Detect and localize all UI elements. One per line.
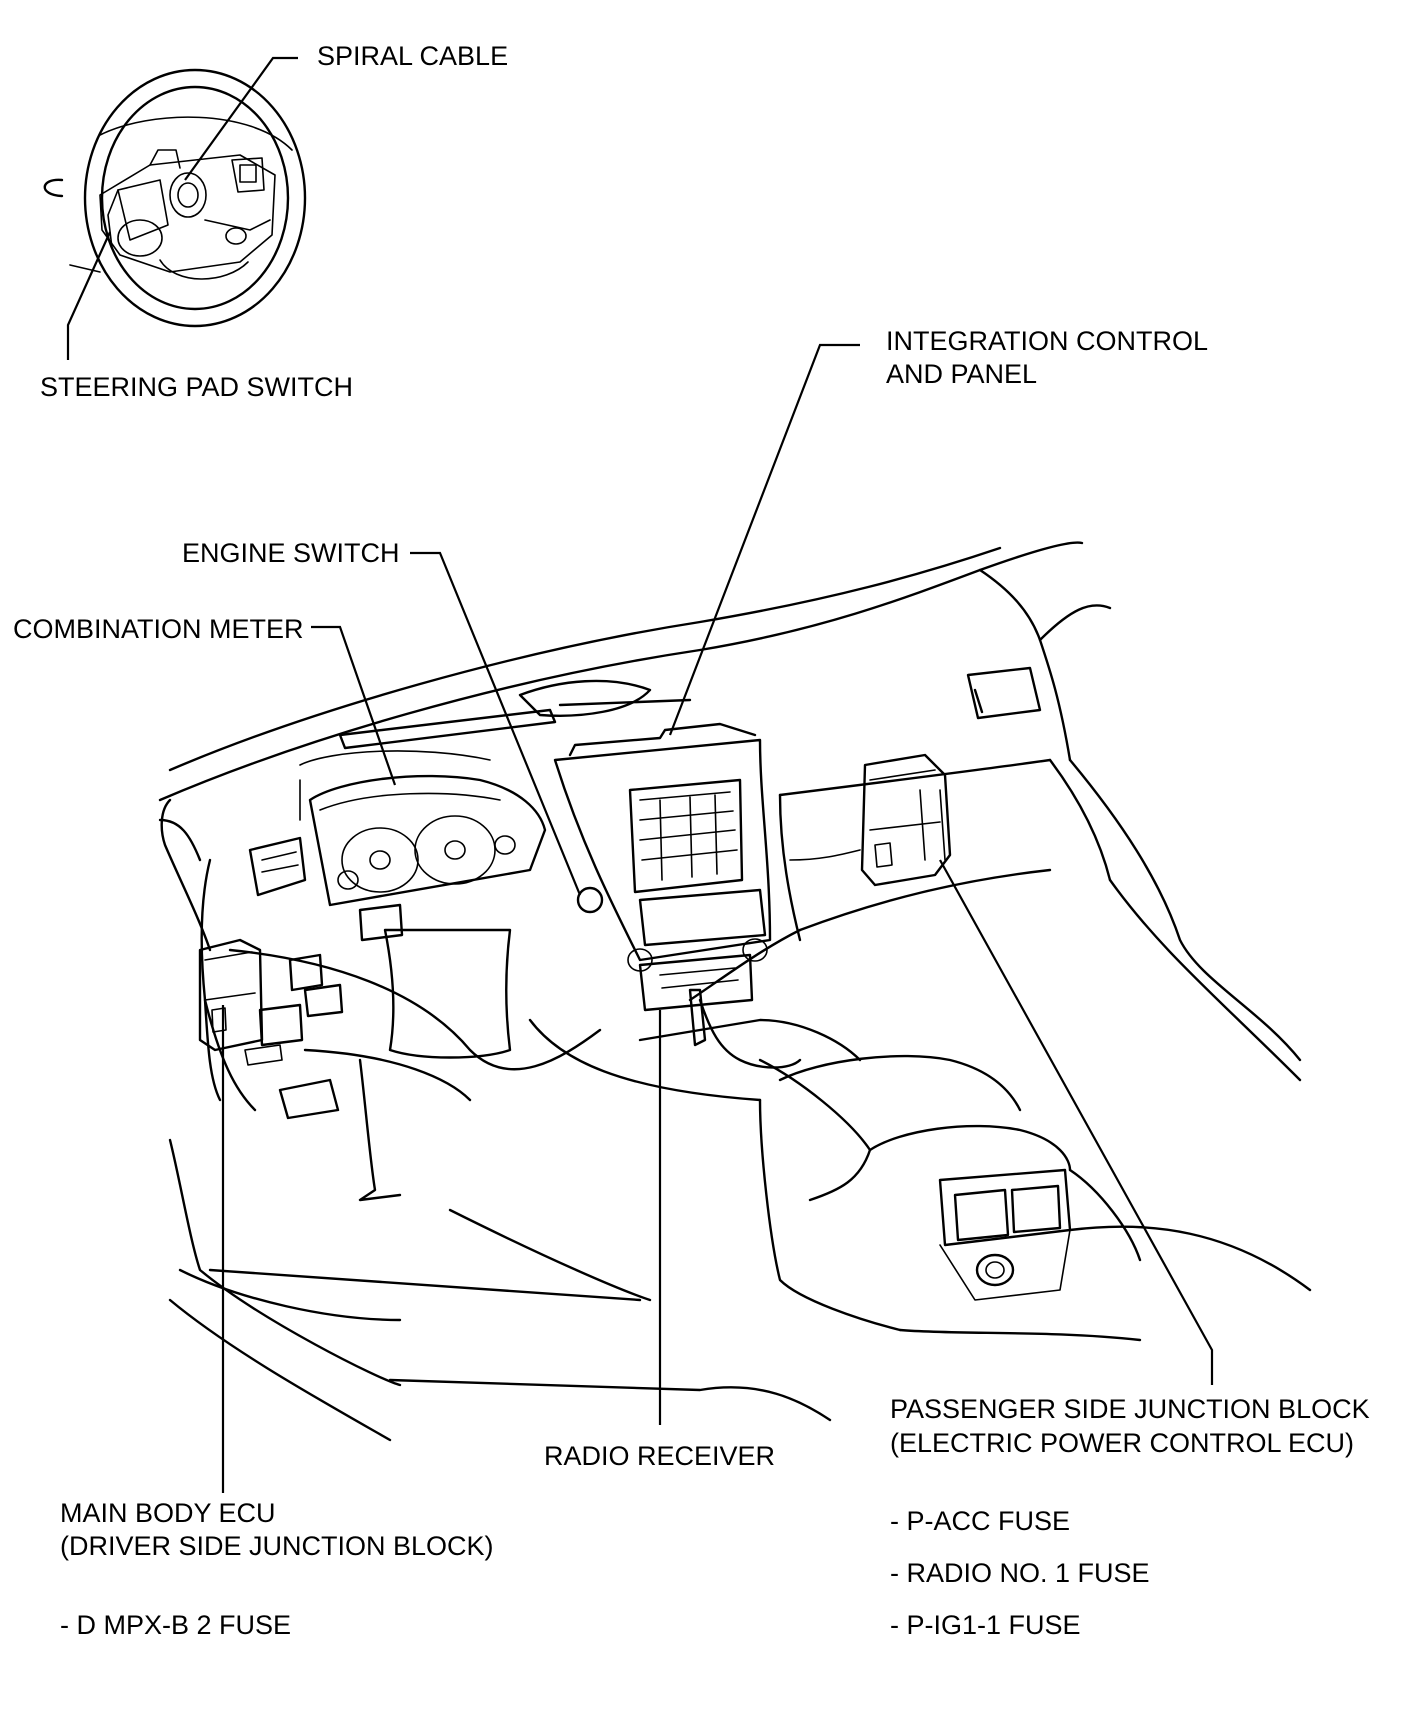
- label-passenger-junction-block-line1: PASSENGER SIDE JUNCTION BLOCK: [890, 1394, 1370, 1424]
- fuse-passenger-side-2: - RADIO NO. 1 FUSE: [890, 1558, 1150, 1588]
- leader-spiral-cable: [184, 56, 298, 181]
- leader-passenger-junction-block: [939, 859, 1214, 1385]
- label-radio-receiver: RADIO RECEIVER: [544, 1441, 776, 1471]
- leader-lines: [66, 56, 1214, 1493]
- label-integration-control-line2: AND PANEL: [886, 359, 1038, 389]
- leader-integration-control: [668, 343, 860, 736]
- label-main-body-ecu-line2: (DRIVER SIDE JUNCTION BLOCK): [60, 1531, 494, 1561]
- fuse-driver-side-1: - D MPX-B 2 FUSE: [60, 1610, 292, 1640]
- label-integration-control-line1: INTEGRATION CONTROL: [886, 326, 1209, 356]
- vehicle-interior-illustration: [158, 541, 1312, 1442]
- leader-engine-switch: [410, 551, 582, 896]
- label-main-body-ecu-line1: MAIN BODY ECU: [60, 1498, 276, 1528]
- label-spiral-cable: SPIRAL CABLE: [317, 41, 509, 71]
- label-engine-switch: ENGINE SWITCH: [182, 538, 400, 568]
- fuse-passenger-side-3: - P-IG1-1 FUSE: [890, 1610, 1081, 1640]
- fuse-passenger-side-1: - P-ACC FUSE: [890, 1506, 1071, 1536]
- steering-wheel-illustration: [43, 68, 307, 328]
- label-combination-meter: COMBINATION METER: [13, 614, 304, 644]
- label-passenger-junction-block-line2: (ELECTRIC POWER CONTROL ECU): [890, 1428, 1355, 1458]
- leader-combination-meter: [311, 625, 397, 786]
- label-steering-pad-switch: STEERING PAD SWITCH: [40, 372, 354, 402]
- leader-steering-pad-switch: [66, 231, 112, 360]
